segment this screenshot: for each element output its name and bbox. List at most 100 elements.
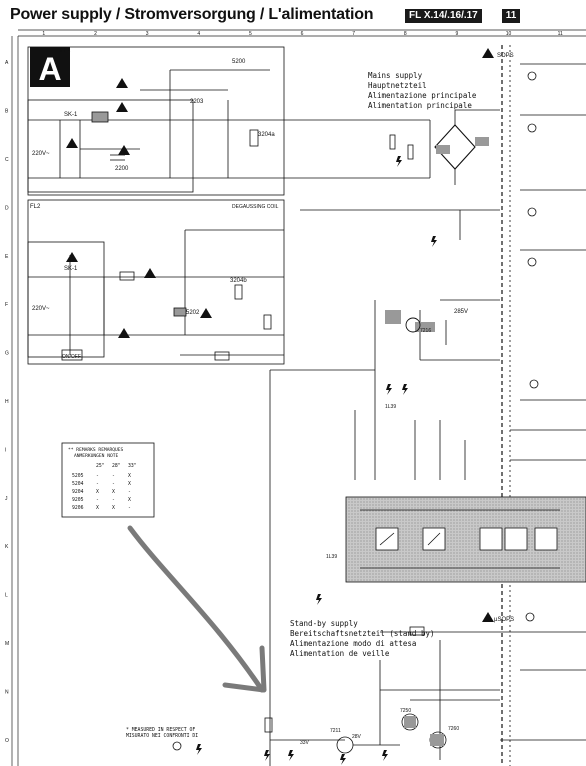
column-label: 8	[404, 31, 407, 37]
row-label: E	[5, 254, 9, 260]
column-label: 1	[42, 31, 45, 37]
warning-icon	[482, 48, 494, 58]
warning-icon	[200, 308, 212, 318]
row-label: G	[5, 351, 9, 357]
v285-label: 285V	[454, 309, 468, 315]
row-label: M	[5, 641, 9, 647]
row-label: D	[5, 205, 9, 211]
section-letter: A	[38, 51, 61, 87]
v33-label: 33V	[300, 740, 310, 746]
c2200-label: 2200	[115, 166, 129, 172]
transistor-icon	[385, 310, 401, 324]
remarks-cell: -	[112, 474, 115, 479]
mains-title-fr: Alimentation principale	[368, 101, 472, 110]
standby-title-en: Stand-by supply	[290, 619, 358, 628]
c2203-label: 2203	[190, 99, 204, 105]
remarks-column-header: 28"	[112, 463, 121, 469]
r3204b-label: 3204b	[230, 278, 247, 284]
voltage-220-label-2: 220V~	[32, 306, 50, 312]
row-label: I	[5, 447, 6, 453]
standby-circuit	[264, 626, 500, 760]
row-label: O	[5, 738, 9, 744]
lightning-ground-icon	[288, 750, 294, 761]
column-label: 6	[301, 31, 304, 37]
sk1-label-2: SK-1	[64, 266, 78, 272]
lightning-ground-icon	[396, 156, 402, 167]
row-label: C	[5, 157, 9, 163]
column-label: 9	[456, 31, 459, 37]
ic-7216-icon	[415, 322, 435, 332]
lightning-ground-icon	[402, 384, 408, 395]
controller-ic-symbols	[360, 509, 560, 569]
fuse-icon	[475, 137, 489, 146]
t7216-label: 7216	[420, 328, 431, 334]
remarks-cell: 9206	[72, 505, 84, 511]
section-badge	[30, 47, 70, 87]
fl2-filter-box	[27, 199, 285, 365]
row-label: L	[5, 593, 8, 599]
warning-icon	[116, 102, 128, 112]
remarks-cell: -	[128, 490, 131, 495]
column-label: 3	[146, 31, 149, 37]
standby-title-it: Alimentazione modo di attesa	[290, 639, 416, 648]
remarks-cell: X	[96, 505, 99, 511]
row-label: B	[5, 109, 9, 115]
remarks-heading-2: ANMERKUNGEN NOTE	[74, 453, 118, 459]
row-label: K	[5, 544, 9, 550]
bridge-rectifier-icon	[436, 145, 450, 154]
lightning-ground-icon	[431, 236, 437, 247]
remarks-cell: X	[128, 473, 131, 479]
warning-icon	[144, 268, 156, 278]
row-label: H	[5, 399, 9, 405]
column-label: 2	[94, 31, 97, 37]
page-title: Power supply / Stromversorgung / L'alime…	[10, 6, 374, 23]
remarks-cell: -	[96, 482, 99, 487]
remarks-column-header: 33"	[128, 463, 137, 469]
lightning-ground-icon	[316, 594, 322, 605]
remarks-cell: 5205	[72, 473, 84, 479]
remarks-cell: -	[128, 506, 131, 511]
remarks-cell: X	[96, 489, 99, 495]
annotation-arrow	[127, 525, 267, 693]
x1-39-label: 1L39	[385, 404, 396, 410]
x1-39-ic-label: 1L39	[326, 554, 337, 560]
r3204a-label: 3204a	[258, 132, 275, 138]
footnote-line-1: * MEASURED IN RESPECT OF	[126, 727, 195, 733]
column-ruler	[18, 29, 586, 37]
r5200-label: 5200	[232, 59, 246, 65]
row-label: F	[5, 302, 8, 308]
standby-title-fr: Alimentation de veille	[290, 649, 390, 658]
warning-icon	[482, 612, 494, 622]
row-label: J	[5, 496, 8, 502]
warning-icon	[118, 328, 130, 338]
usops-label: µSOPS	[494, 617, 514, 623]
fl1-label: FL1	[60, 48, 71, 54]
remarks-cell: X	[112, 489, 115, 495]
mains-title-de: Hauptnetzteil	[368, 81, 427, 90]
lightning-ground-icon	[382, 750, 388, 761]
page-number-badge: 11	[502, 9, 520, 23]
page-header: Power supply / Stromversorgung / L'alime…	[0, 0, 586, 28]
remarks-cell: 5204	[72, 481, 84, 487]
degaussing-label: DEGAUSSING COIL	[232, 204, 279, 210]
secondary-outputs	[380, 63, 586, 741]
warning-icon	[116, 78, 128, 88]
standby-title-de: Bereitschaftsnetzteil (stand by)	[290, 629, 435, 638]
t7260-label: 7260	[448, 726, 459, 732]
sops-label: SOPS	[497, 53, 514, 59]
remarks-cell: -	[96, 498, 99, 503]
remarks-heading-1: ** REMARKS REMARQUES	[68, 447, 124, 453]
column-label: 5	[249, 31, 252, 37]
warning-icon	[118, 145, 130, 155]
lightning-ground-icon	[340, 754, 346, 765]
column-label: 7	[352, 31, 355, 37]
lightning-ground-icon	[386, 384, 392, 395]
ic7211-label: 7211	[330, 728, 341, 734]
warning-icon	[66, 252, 78, 262]
column-label: 4	[197, 31, 200, 37]
power-symbol-icon	[172, 741, 182, 751]
v28-label: 28V	[352, 734, 362, 740]
